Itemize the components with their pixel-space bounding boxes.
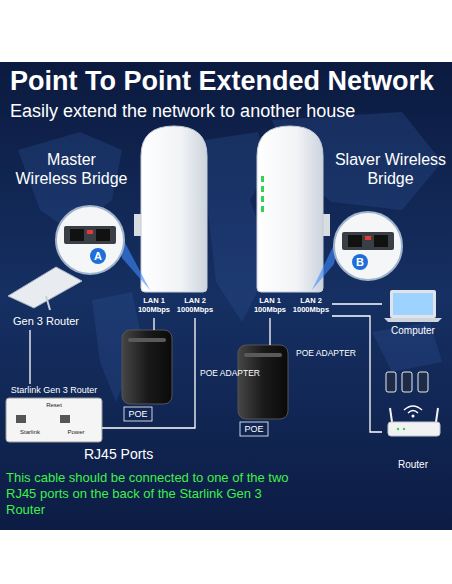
poe-adapter: POE ADAPTERPOE (122, 330, 174, 422)
starlink-dish: Gen 3 Router (6, 266, 86, 330)
device-heading: POE ADAPTER (296, 348, 366, 358)
starlink-router: Starlink Gen 3 RouterResetStarlink Power (6, 384, 102, 442)
port-label: LAN 2 1000Mbps (292, 296, 330, 314)
starlink-dish (8, 267, 82, 308)
laptop-base (384, 318, 442, 322)
phone-icon (402, 372, 412, 392)
port-mark (365, 236, 371, 240)
device-heading: Master Wireless Bridge (15, 150, 128, 188)
router-port (60, 415, 70, 423)
port-badge-letter: B (352, 254, 368, 270)
computer: Computer (382, 290, 444, 340)
inset-circle (56, 206, 124, 274)
title: Point To Point Extended Network (10, 66, 444, 97)
button-label: Reset (6, 401, 102, 409)
port-label: LAN 1 100Mbps (136, 296, 172, 314)
port-badge-letter: A (90, 248, 106, 264)
wireless-bridge: Master Wireless BridgeLAN 1 100MbpsLAN 2… (132, 126, 216, 318)
rj45-port (70, 229, 84, 241)
wifi-icon (408, 411, 418, 414)
cable-line (102, 318, 195, 428)
rj45-port (348, 235, 362, 247)
port-badge (90, 248, 106, 264)
note-text: This cable should be connected to one of… (6, 470, 302, 518)
subtitle: Easily extend the network to another hou… (10, 100, 446, 122)
port-label: LAN 2 1000Mbps (176, 296, 214, 314)
dish-stand (46, 296, 50, 310)
router-body (388, 422, 440, 436)
router-port (16, 415, 26, 423)
port-badge (352, 254, 368, 270)
cable-line (332, 316, 382, 432)
device-label: Router (382, 458, 444, 471)
poe-adapter: POE ADAPTERPOE (238, 345, 290, 437)
router-box (6, 398, 102, 442)
dark-ground (0, 62, 452, 530)
port-inset: B (334, 212, 402, 280)
laptop-display (393, 293, 433, 315)
rj45-port (374, 235, 388, 247)
device-heading: Slaver Wireless Bridge (334, 150, 447, 188)
rj45-port (96, 229, 110, 241)
phone-icon (418, 372, 428, 392)
port-mark (87, 230, 93, 234)
phone-icon (386, 372, 396, 392)
cable-line (332, 303, 382, 304)
device-label: Computer (382, 324, 444, 337)
device-label: POE (240, 422, 268, 436)
router: Router (382, 402, 444, 474)
router-led (403, 428, 405, 430)
device-label: Gen 3 Router (6, 314, 86, 328)
inset-circle (334, 212, 402, 280)
port-inset: A (56, 206, 124, 274)
router-led (397, 428, 399, 430)
port-label: LAN 1 100Mbps (252, 296, 288, 314)
port-label: RJ45 Ports (84, 446, 174, 463)
label-frame (240, 422, 268, 436)
device-heading: POE ADAPTER (200, 368, 270, 378)
status-led (261, 206, 264, 212)
router-antenna (436, 408, 438, 422)
poe-body (122, 330, 172, 404)
poe-highlight (128, 338, 166, 342)
label-frame (124, 407, 152, 421)
port-panel (342, 232, 394, 250)
poe-highlight (244, 353, 282, 357)
port-label: Power (56, 428, 96, 436)
cable-line (29, 330, 30, 384)
cable-line (269, 318, 270, 345)
device-heading: Starlink Gen 3 Router (6, 385, 102, 396)
bridge-body (141, 126, 207, 292)
bridge-body (257, 126, 323, 292)
laptop-screen (390, 290, 436, 318)
poe-body (238, 345, 288, 419)
port-panel (64, 226, 116, 244)
device-label: POE (124, 407, 152, 421)
wifi-icon (404, 406, 422, 410)
router-antenna (390, 408, 392, 422)
wifi-icon (412, 415, 415, 418)
wireless-bridge: Slaver Wireless BridgeLAN 1 100MbpsLAN 2… (248, 126, 332, 318)
port-label: Starlink (10, 428, 50, 436)
status-led (261, 176, 264, 182)
status-led (261, 186, 264, 192)
status-led (261, 196, 264, 202)
cable-line (153, 318, 154, 330)
